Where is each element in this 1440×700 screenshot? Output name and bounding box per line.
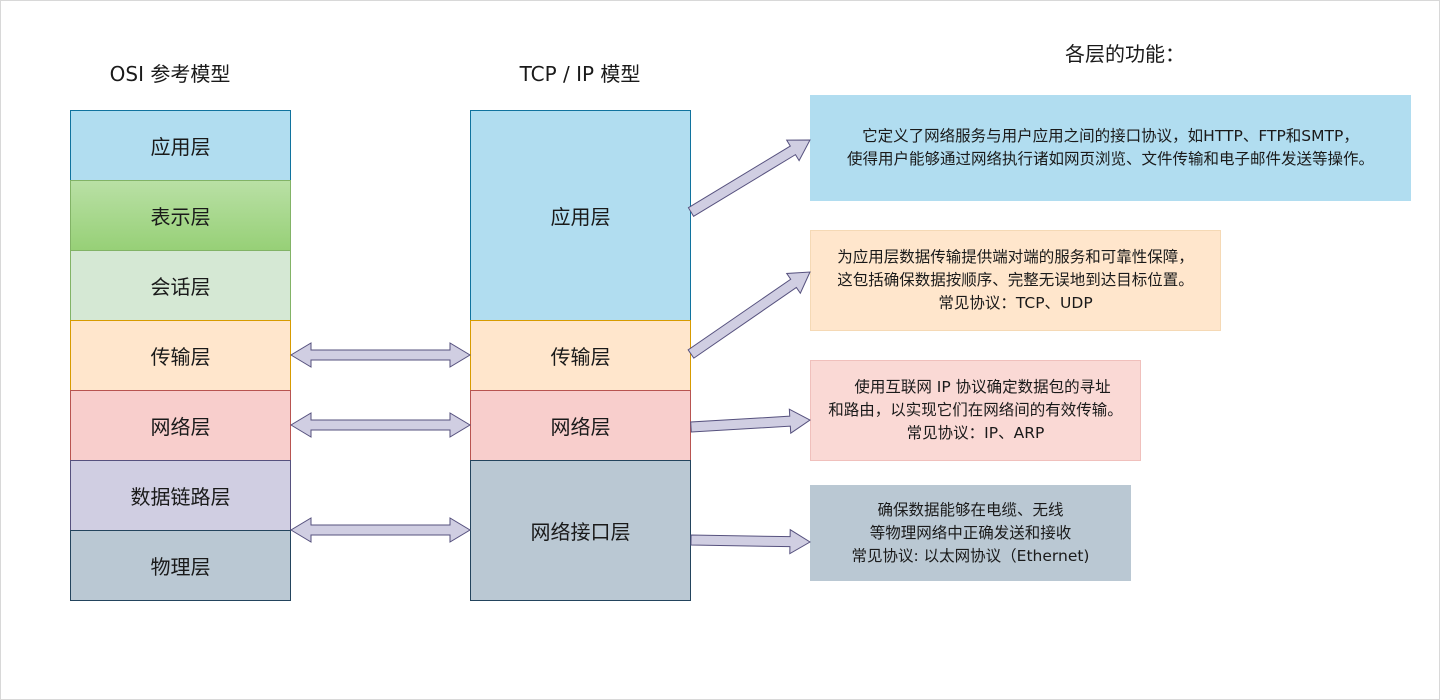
transport-function-arrow xyxy=(687,271,811,359)
application-description[interactable]: 它定义了网络服务与用户应用之间的接口协议，如HTTP、FTP和SMTP， 使得用… xyxy=(810,95,1411,201)
osi-network-layer[interactable]: 网络层 xyxy=(70,390,291,461)
network-mapping-arrow xyxy=(290,412,471,438)
osi-transport-layer[interactable]: 传输层 xyxy=(70,320,291,391)
tcpip-network-layer[interactable]: 网络层 xyxy=(470,390,691,461)
desc-line: 使用互联网 IP 协议确定数据包的寻址 xyxy=(854,378,1111,396)
desc-line: 常见协议: 以太网协议（Ethernet) xyxy=(851,546,1090,565)
desc-line: 确保数据能够在电缆、无线 xyxy=(877,500,1064,519)
desc-line: 这包括确保数据按顺序、完整无误地到达目标位置。 xyxy=(837,271,1194,289)
tcpip-transport-layer[interactable]: 传输层 xyxy=(470,320,691,391)
application-function-arrow xyxy=(687,139,811,217)
desc-line: 常见协议：TCP、UDP xyxy=(938,294,1093,312)
network-description[interactable]: 使用互联网 IP 协议确定数据包的寻址 和路由，以实现它们在网络间的有效传输。 … xyxy=(810,360,1141,461)
osi-physical-layer[interactable]: 物理层 xyxy=(70,530,291,601)
interface-mapping-arrow xyxy=(290,517,471,543)
tcpip-network-interface-layer[interactable]: 网络接口层 xyxy=(470,460,691,601)
osi-data-link-layer[interactable]: 数据链路层 xyxy=(70,460,291,531)
desc-line: 它定义了网络服务与用户应用之间的接口协议，如HTTP、FTP和SMTP， xyxy=(862,127,1359,145)
tcpip-title: TCP / IP 模型 xyxy=(519,62,641,86)
osi-title: OSI 参考模型 xyxy=(109,62,231,86)
desc-line: 使得用户能够通过网络执行诸如网页浏览、文件传输和电子邮件发送等操作。 xyxy=(846,150,1374,168)
tcpip-application-layer[interactable]: 应用层 xyxy=(470,110,691,321)
interface-description[interactable]: 确保数据能够在电缆、无线 等物理网络中正确发送和接收 常见协议: 以太网协议（E… xyxy=(810,485,1131,581)
desc-line: 常见协议：IP、ARP xyxy=(906,424,1045,442)
transport-mapping-arrow xyxy=(290,342,471,368)
network-function-arrow xyxy=(690,408,811,435)
functions-title: 各层的功能： xyxy=(1065,42,1185,66)
desc-line: 为应用层数据传输提供端对端的服务和可靠性保障， xyxy=(837,248,1194,266)
transport-description[interactable]: 为应用层数据传输提供端对端的服务和可靠性保障， 这包括确保数据按顺序、完整无误地… xyxy=(810,230,1221,331)
osi-application-layer[interactable]: 应用层 xyxy=(70,110,291,181)
osi-presentation-layer[interactable]: 表示层 xyxy=(70,180,291,251)
interface-function-arrow xyxy=(690,528,811,555)
desc-line: 等物理网络中正确发送和接收 xyxy=(869,523,1072,542)
desc-line: 和路由，以实现它们在网络间的有效传输。 xyxy=(828,401,1123,419)
